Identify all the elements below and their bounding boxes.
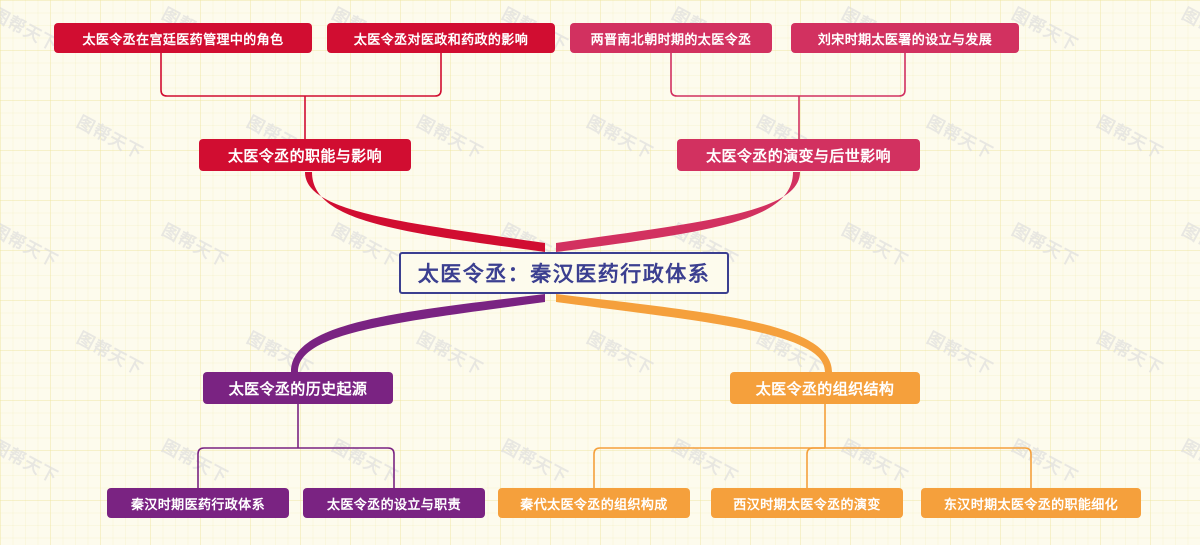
branch-node-origin[interactable]: 太医令丞的历史起源 — [203, 372, 393, 404]
ribbon-root-to-functions — [305, 172, 545, 252]
leaf-node-structure-3[interactable]: 东汉时期太医令丞的职能细化 — [921, 488, 1141, 518]
branch-node-structure[interactable]: 太医令丞的组织结构 — [730, 372, 920, 404]
ribbon-root-to-structure — [556, 294, 832, 372]
branch-node-evolution[interactable]: 太医令丞的演变与后世影响 — [677, 139, 920, 171]
edge-evolution-child-2 — [799, 53, 906, 97]
edge-structure-child-3 — [825, 447, 1032, 488]
leaf-node-origin-2[interactable]: 太医令丞的设立与职责 — [303, 488, 485, 518]
leaf-node-structure-1[interactable]: 秦代太医令丞的组织构成 — [498, 488, 690, 518]
edge-evolution-child-1 — [670, 53, 799, 97]
edge-origin-child-2 — [298, 447, 395, 488]
edge-functions-child-2 — [305, 53, 442, 97]
ribbon-root-to-evolution — [556, 172, 800, 252]
branch-node-functions[interactable]: 太医令丞的职能与影响 — [199, 139, 411, 171]
edge-structure-child-1 — [593, 447, 825, 488]
edge-functions-child-1 — [160, 53, 305, 97]
edge-structure-child-2 — [806, 447, 825, 488]
leaf-node-functions-2[interactable]: 太医令丞对医政和药政的影响 — [327, 23, 555, 53]
ribbon-root-to-origin — [291, 294, 545, 372]
leaf-node-functions-1[interactable]: 太医令丞在宫廷医药管理中的角色 — [54, 23, 312, 53]
leaf-node-origin-1[interactable]: 秦汉时期医药行政体系 — [107, 488, 289, 518]
leaf-node-evolution-2[interactable]: 刘宋时期太医署的设立与发展 — [791, 23, 1019, 53]
edge-origin-child-1 — [197, 447, 298, 488]
leaf-node-evolution-1[interactable]: 两晋南北朝时期的太医令丞 — [570, 23, 772, 53]
root-node[interactable]: 太医令丞：秦汉医药行政体系 — [399, 252, 729, 294]
leaf-node-structure-2[interactable]: 西汉时期太医令丞的演变 — [711, 488, 903, 518]
